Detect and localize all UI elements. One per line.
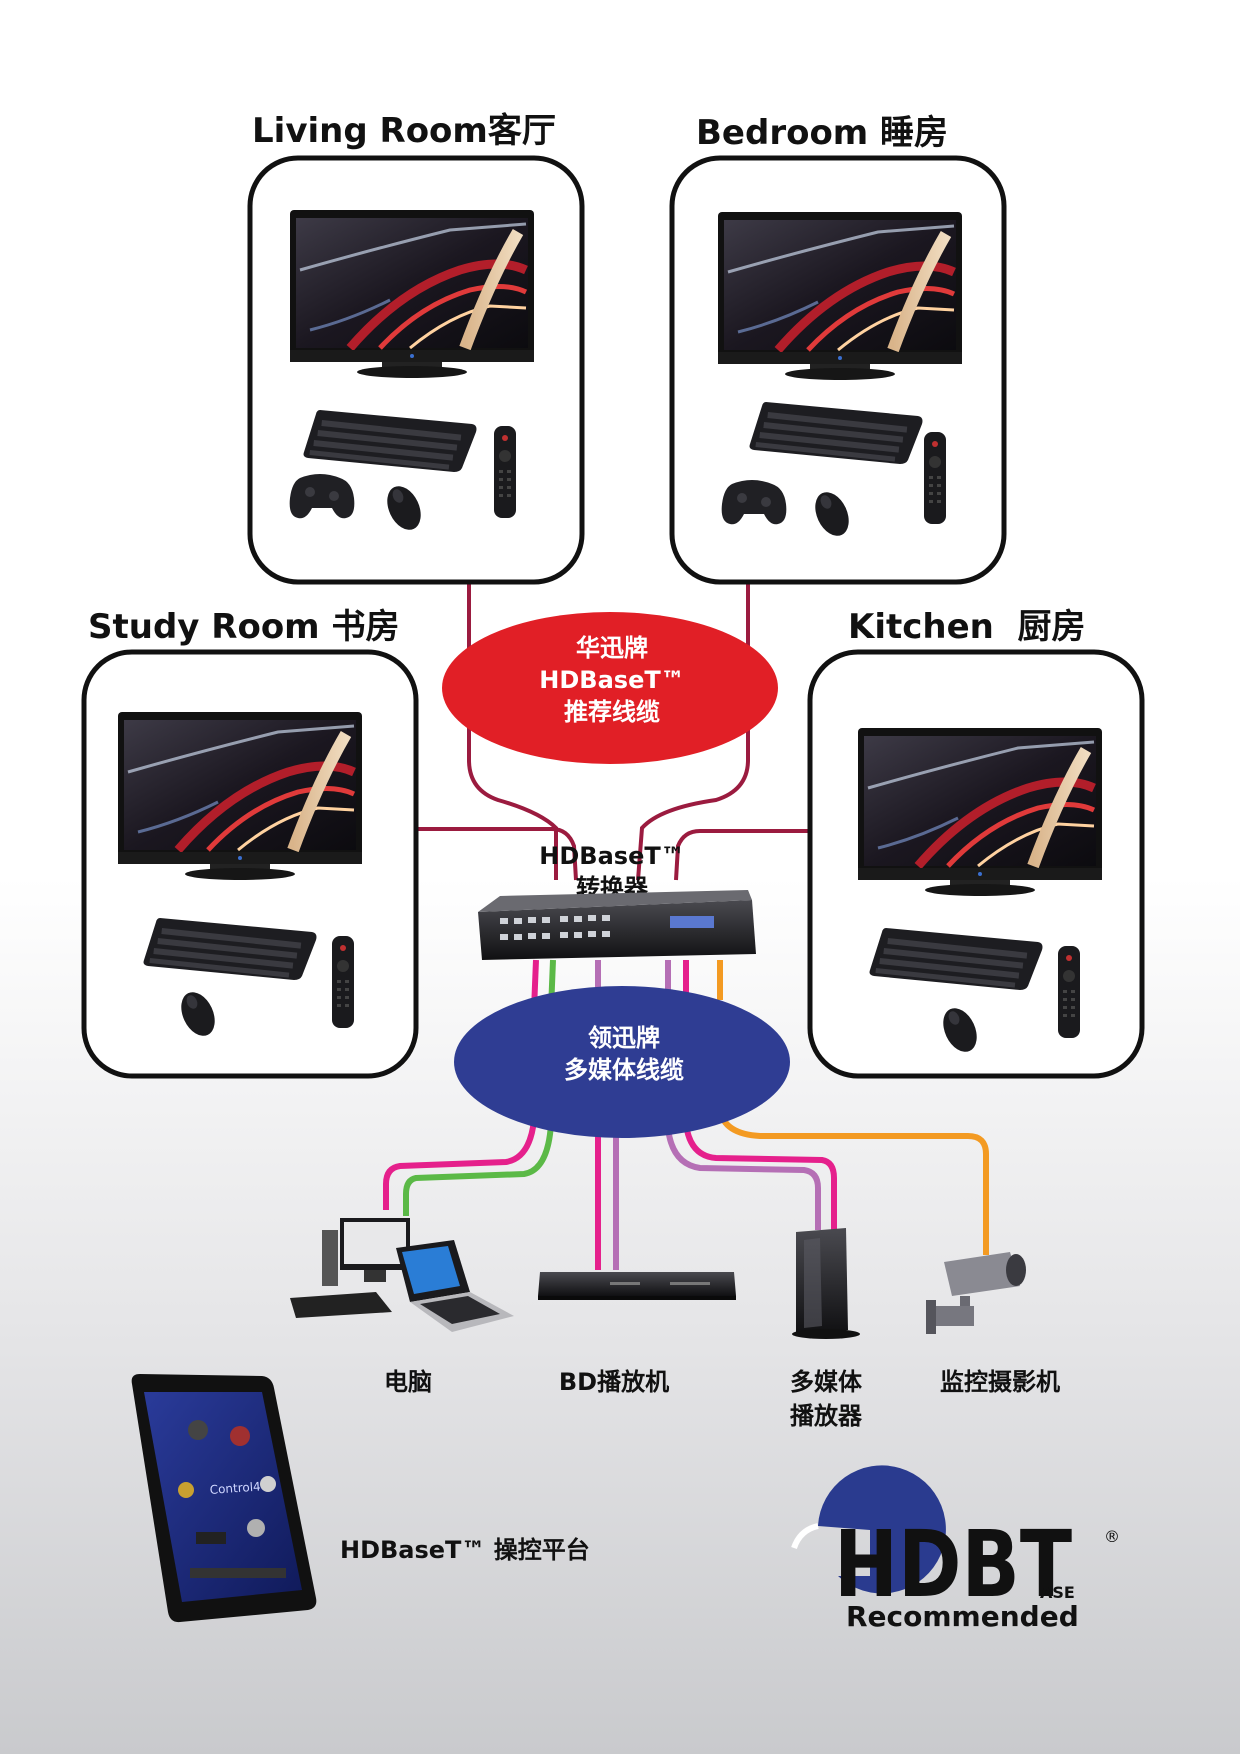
remote-icon <box>332 936 354 1028</box>
control-label: HDBaseT™ 操控平台 <box>340 1536 590 1564</box>
switcher-device <box>478 900 756 960</box>
source-label-media-line1: 多媒体 <box>790 1368 863 1396</box>
multimedia-cable-line1: 领迅牌 <box>588 1024 660 1052</box>
source-label-media-line2: 播放器 <box>790 1402 863 1430</box>
control-tablet: Control4 HDBaseT™ 操控平台 <box>131 1374 590 1623</box>
tv-icon <box>718 212 962 380</box>
remote-icon <box>494 426 516 518</box>
hdbaset-logo: HDBT ASE ® Recommended <box>791 1465 1120 1633</box>
bd-player-icon <box>538 1272 736 1300</box>
room-label-bedroom: Bedroom 睡房 <box>696 113 948 153</box>
hdbt-reg: ® <box>1104 1527 1120 1546</box>
remote-icon <box>924 432 946 524</box>
switcher-display <box>670 916 714 928</box>
hdbaset-cable-bubble: 华迅牌 HDBaseT™ 推荐线缆 <box>442 612 778 764</box>
pc-icon <box>290 1218 514 1332</box>
wire-study-room <box>394 827 578 881</box>
room-label-study: Study Room 书房 <box>88 607 399 647</box>
hdbt-letters: HDBT <box>834 1511 1072 1618</box>
source-label-pc: 电脑 <box>384 1368 432 1396</box>
source-label-camera: 监控摄影机 <box>940 1368 1060 1396</box>
multimedia-cable-bubble: 领迅牌 多媒体线缆 <box>454 986 790 1138</box>
source-media: 多媒体 播放器 <box>790 1228 863 1430</box>
hdbaset-wires <box>394 555 830 881</box>
tv-icon <box>858 728 1102 896</box>
multimedia-cable-line2: 多媒体线缆 <box>564 1056 684 1084</box>
tablet-brand: Control4 <box>209 1479 261 1497</box>
source-bd: BD播放机 <box>538 1272 736 1396</box>
multimedia-wires <box>383 959 989 1270</box>
switcher-label-line1: HDBaseT™ <box>539 842 684 870</box>
switcher-buttons <box>500 915 610 940</box>
hdbaset-cable-line2: HDBaseT™ <box>539 666 684 694</box>
room-kitchen: Kitchen 厨房 <box>807 607 1145 1079</box>
hdbt-sub: ASE <box>1040 1583 1075 1602</box>
source-label-bd: BD播放机 <box>559 1368 669 1396</box>
wire-living-room <box>467 555 558 880</box>
hdbaset-cable-line1: 华迅牌 <box>576 634 648 662</box>
hdbaset-cable-line3: 推荐线缆 <box>564 698 660 726</box>
wire-bedroom <box>636 555 750 881</box>
room-label-living: Living Room客厅 <box>252 111 556 151</box>
wire-kitchen <box>674 829 830 881</box>
tv-icon <box>290 210 534 378</box>
room-living: Living Room客厅 <box>247 111 585 585</box>
hdbt-swoosh-icon <box>818 1465 946 1594</box>
room-label-kitchen: Kitchen 厨房 <box>848 607 1086 647</box>
source-camera: 监控摄影机 <box>926 1252 1060 1396</box>
remote-icon <box>1058 946 1080 1038</box>
tv-icon <box>118 712 362 880</box>
security-camera-icon <box>926 1252 1026 1334</box>
hdbt-recommended: Recommended <box>846 1600 1079 1633</box>
room-bedroom: Bedroom 睡房 <box>669 113 1007 585</box>
source-pc: 电脑 <box>290 1218 514 1396</box>
hdbaset-switcher: HDBaseT™ 转换器 <box>478 842 756 960</box>
room-study: Study Room 书房 <box>81 607 419 1079</box>
media-player-icon <box>792 1228 860 1339</box>
